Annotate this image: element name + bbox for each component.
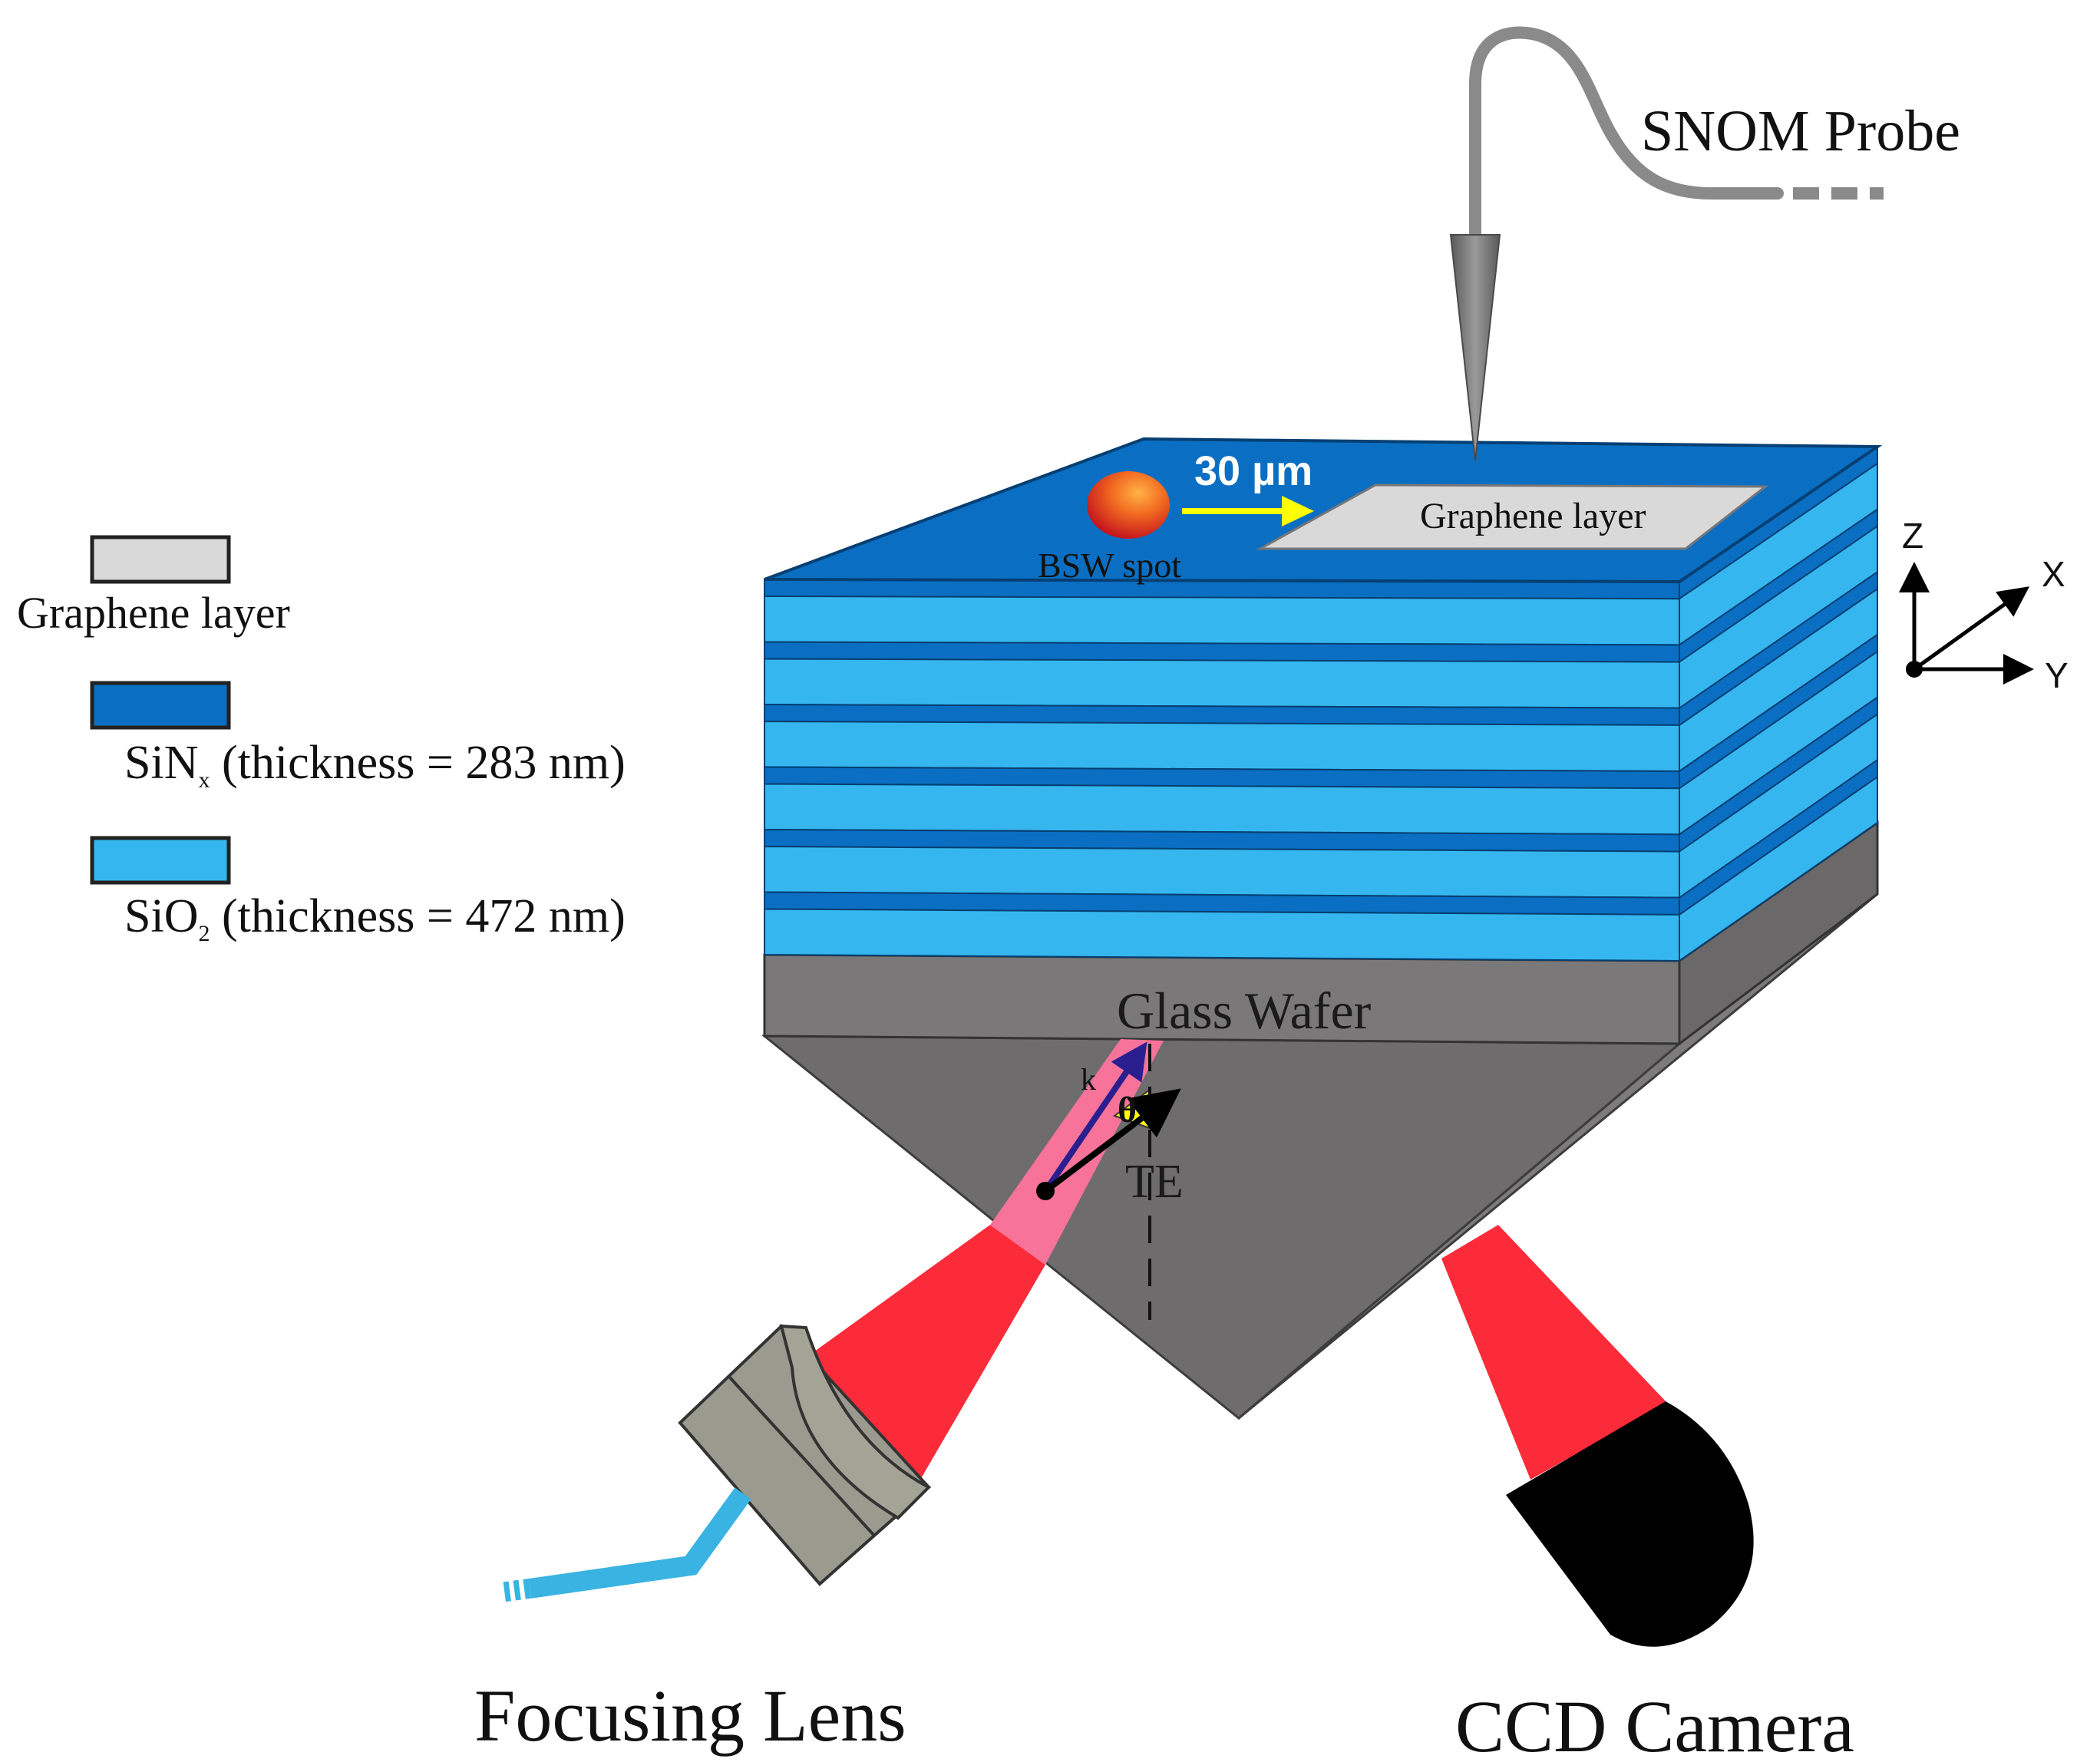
legend-label-sio2: SiO2 (thickness = 472 nm) — [124, 890, 626, 946]
bsw-spot-label: BSW spot — [1038, 546, 1181, 585]
layer-side-sio2-11 — [1679, 775, 1878, 962]
layer-front-sio2-1 — [764, 596, 1680, 646]
layer-front-sio2-7 — [764, 783, 1680, 836]
glass-wafer: Glass Wafer — [763, 820, 1879, 1047]
multilayer-side-face — [1679, 445, 1878, 962]
graphene-patch-label: Graphene layer — [1420, 496, 1646, 536]
te-label: TE — [1125, 1156, 1184, 1208]
ccd-camera: CCD Camera — [1441, 1225, 1854, 1762]
ccd-camera-label: CCD Camera — [1455, 1685, 1854, 1762]
axis-x — [1913, 586, 2030, 671]
legend-label-sinx: SiNx (thickness = 283 nm) — [124, 737, 626, 793]
snom-probe-label: SNOM Probe — [1641, 99, 1960, 163]
probe-fiber — [1469, 26, 1784, 244]
multilayer-front-face — [764, 578, 1680, 962]
snom-probe: SNOM Probe — [1449, 26, 1960, 461]
probe-tip — [1449, 234, 1501, 461]
layer-front-sio2-11 — [764, 908, 1680, 962]
camera-body — [1506, 1401, 1754, 1647]
layer-front-sio2-9 — [764, 845, 1680, 899]
camera-light-cone — [1441, 1225, 1667, 1480]
axis-z-label: Z — [1902, 516, 1923, 556]
vector-origin — [1036, 1182, 1055, 1200]
focusing-lens: Focusing Lens — [474, 1324, 932, 1757]
legend-swatch-sio2 — [90, 836, 231, 885]
top-surface: Graphene layer BSW spot 30 µm — [1038, 448, 1769, 585]
axis-y-label: Y — [2045, 655, 2069, 695]
k-label: k — [1081, 1062, 1096, 1097]
multilayer-stack — [764, 437, 1883, 962]
propagation-arrow-head — [1282, 496, 1314, 526]
k-vector-arrow — [1042, 1041, 1147, 1193]
legend-swatch-sinx — [90, 681, 231, 730]
layer-front-sio2-5 — [764, 721, 1680, 773]
te-vector-arrow — [1043, 1088, 1181, 1194]
bsw-spot — [1087, 471, 1170, 539]
lens-cap — [779, 1324, 932, 1520]
axis-x-label: X — [2042, 554, 2065, 594]
legend-label-graphene: Graphene layer — [17, 588, 290, 638]
lens-housing-divider — [728, 1375, 877, 1538]
glass-wafer-label: Glass Wafer — [1117, 982, 1372, 1040]
layer-front-sio2-3 — [764, 658, 1680, 709]
focusing-lens-label: Focusing Lens — [474, 1675, 906, 1757]
axis-origin — [1906, 661, 1923, 678]
legend: Graphene layer SiNx (thickness = 283 nm)… — [17, 535, 626, 946]
theta-label: θ — [1118, 1090, 1137, 1130]
laser-beam-inside-prism — [990, 1039, 1164, 1265]
legend-swatch-graphene — [90, 535, 231, 584]
distance-label: 30 µm — [1194, 448, 1312, 494]
optical-fiber — [528, 1487, 751, 1599]
coordinate-axes: Z X Y — [1899, 516, 2069, 695]
optical-fiber-dashes — [499, 1579, 531, 1602]
graphene-patch — [1256, 483, 1769, 550]
wave-vectors: k θ TE — [1036, 1041, 1184, 1320]
